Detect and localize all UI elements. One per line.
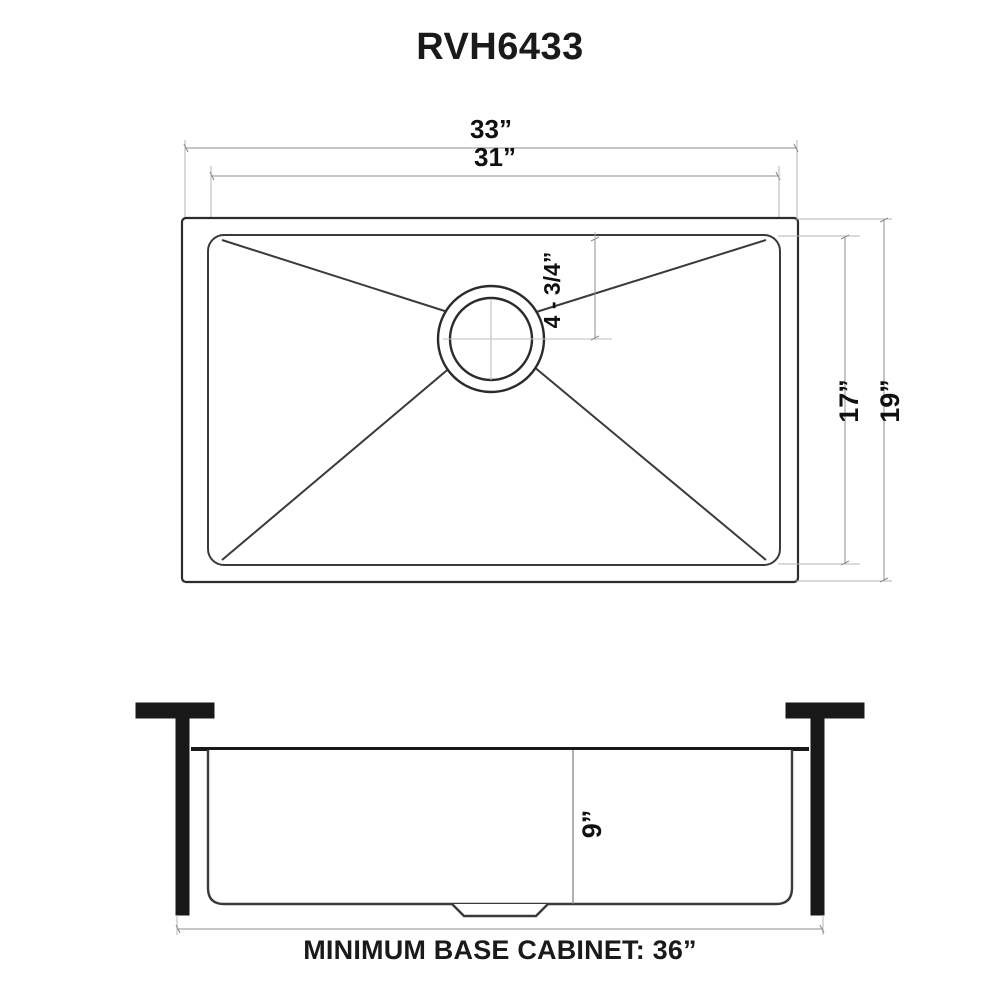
cabinet-wall-left bbox=[175, 717, 190, 916]
countertop-slab-right bbox=[785, 702, 865, 719]
dimension-label-basin-height: 9” bbox=[577, 810, 607, 839]
basin-profile-section bbox=[206, 750, 794, 906]
drain-notch-section bbox=[451, 903, 549, 918]
dimension-label-basin-width: 31” bbox=[474, 142, 516, 172]
sink-top-view-group: 33” 31” bbox=[180, 114, 905, 584]
base-cabinet-caption: MINIMUM BASE CABINET: 36” bbox=[303, 935, 697, 965]
drain-centerlines bbox=[443, 300, 612, 380]
dimension-label-basin-depth: 17” bbox=[834, 379, 864, 423]
basin-slope-lines bbox=[221, 239, 767, 561]
page-title: RVH6433 bbox=[416, 26, 584, 68]
dimension-label-overall-depth: 19” bbox=[875, 379, 905, 423]
dimension-label-drain-offset: 4 - 3/4” bbox=[539, 252, 565, 329]
countertop-slab-left bbox=[135, 702, 215, 719]
extension-lines-base-cabinet bbox=[176, 915, 824, 935]
dimension-label-overall-width: 33” bbox=[470, 114, 512, 144]
cabinet-wall-right bbox=[810, 717, 825, 916]
sink-side-view-group: 9” bbox=[135, 702, 865, 935]
extension-lines-overall-width bbox=[184, 140, 798, 228]
sink-basin-outline bbox=[207, 234, 781, 566]
